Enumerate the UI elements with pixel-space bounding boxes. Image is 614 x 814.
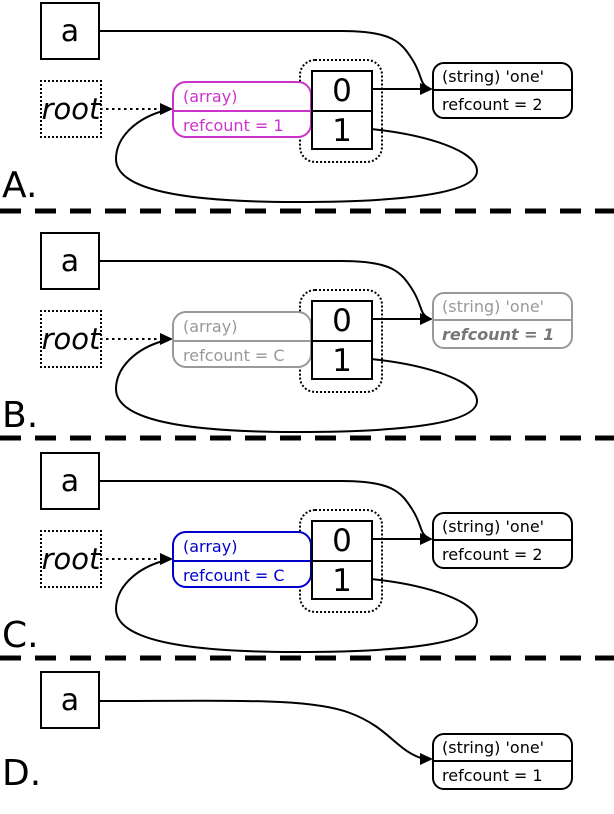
array-cells: 0 1 (311, 520, 373, 600)
a-to-string-arrow (99, 699, 425, 760)
string-refcount-label: refcount = 2 (442, 544, 543, 564)
string-arrowhead (420, 83, 433, 95)
string-node: (string) 'one' refcount = 2 (432, 62, 573, 119)
string-refcount-label: refcount = 2 (442, 94, 543, 114)
cell-0: 0 (313, 302, 371, 342)
root-box: root (40, 80, 102, 138)
string-arrowhead (420, 533, 433, 545)
string-refcount-label: refcount = 1 (442, 324, 555, 344)
string-node: (string) 'one' refcount = 2 (432, 512, 573, 569)
array-refcount-label: refcount = 1 (183, 115, 284, 135)
root-box: root (40, 530, 102, 588)
cell-1: 1 (332, 113, 352, 149)
cell1-cycle-arrow (114, 340, 479, 434)
array-cells: 0 1 (311, 70, 373, 150)
panel-c-label: C. (2, 615, 39, 656)
variable-a-box: a (40, 671, 100, 729)
string-type-label: (string) 'one' (434, 735, 571, 762)
panel-c-wires (98, 480, 479, 654)
variable-a-label: a (60, 682, 80, 718)
panel-b-label: B. (2, 395, 39, 436)
variable-a-label: a (60, 463, 80, 499)
array-arrowhead (160, 103, 173, 115)
array-type-label: (array) (174, 83, 310, 112)
cell-0: 0 (313, 522, 371, 562)
cell1-cycle-arrow (114, 560, 479, 654)
root-label: root (41, 92, 101, 126)
cell1-cycle-arrow (114, 110, 479, 204)
panel-b-wires (98, 260, 479, 434)
root-label: root (41, 322, 101, 356)
panel-d: a (string) 'one' refcount = 1 D. (0, 671, 614, 814)
array-arrowhead (160, 333, 173, 345)
a-to-string-arrow (98, 30, 430, 89)
variable-a-box: a (40, 2, 100, 60)
panel-d-label: D. (2, 753, 42, 794)
a-to-string-arrow (98, 260, 430, 319)
root-label: root (41, 542, 101, 576)
panel-d-wires (99, 699, 433, 765)
string-node: (string) 'one' refcount = 1 (432, 292, 573, 349)
root-box: root (40, 310, 102, 368)
array-type-label: (array) (174, 313, 310, 342)
variable-a-label: a (60, 243, 80, 279)
cell-1: 1 (332, 343, 352, 379)
array-node: (array) refcount = C (172, 531, 312, 588)
panel-a-wires (98, 30, 479, 204)
string-arrowhead (420, 313, 433, 325)
array-cells: 0 1 (311, 300, 373, 380)
string-node: (string) 'one' refcount = 1 (432, 733, 573, 790)
panel-b: a root (array) refcount = C 0 1 (string)… (0, 232, 614, 438)
array-refcount-label: refcount = C (183, 565, 285, 585)
string-type-label: (string) 'one' (434, 514, 571, 541)
string-arrowhead (420, 753, 433, 765)
array-node: (array) refcount = C (172, 311, 312, 368)
panel-c: a root (array) refcount = C 0 1 (string)… (0, 452, 614, 658)
cell-0: 0 (313, 72, 371, 112)
array-type-label: (array) (174, 533, 310, 562)
panel-a-label: A. (2, 165, 38, 206)
variable-a-box: a (40, 232, 100, 290)
panel-a: a root (array) refcount = 1 0 1 (string)… (0, 2, 614, 211)
string-type-label: (string) 'one' (434, 64, 571, 91)
array-refcount-label: refcount = C (183, 345, 285, 365)
a-to-string-arrow (98, 480, 430, 539)
string-refcount-label: refcount = 1 (442, 765, 543, 785)
array-node: (array) refcount = 1 (172, 81, 312, 138)
variable-a-box: a (40, 452, 100, 510)
array-arrowhead (160, 553, 173, 565)
cell-1: 1 (332, 563, 352, 599)
string-type-label: (string) 'one' (434, 294, 571, 321)
variable-a-label: a (60, 13, 80, 49)
